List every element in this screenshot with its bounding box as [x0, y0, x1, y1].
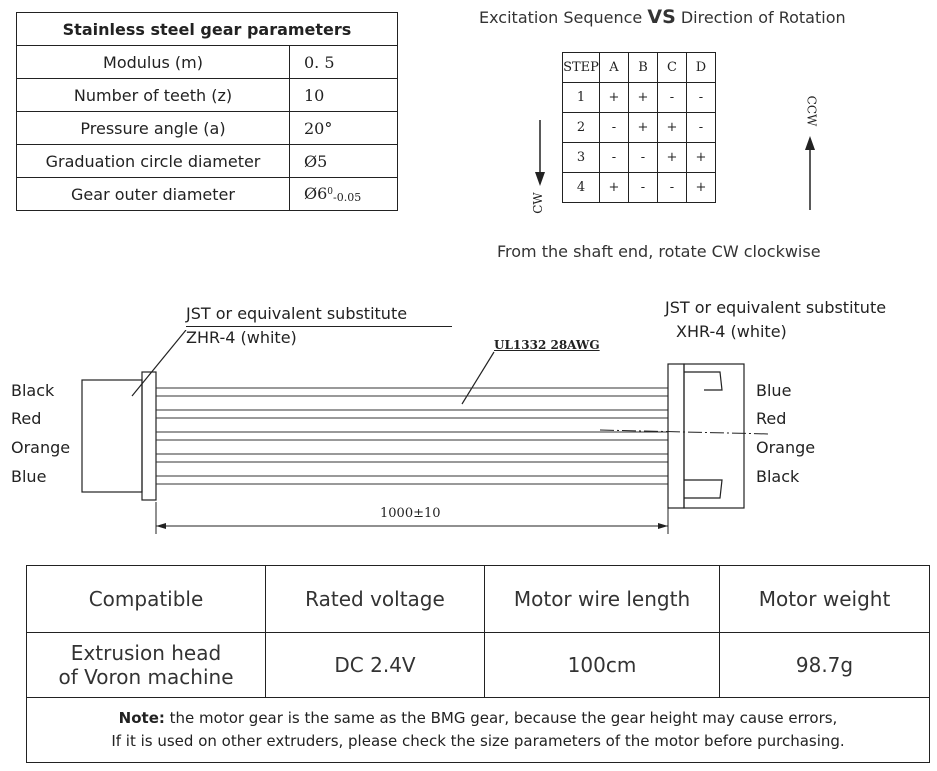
table-header-row: Compatible Rated voltage Motor wire leng… — [26, 565, 930, 633]
left-wire-color: Red — [11, 409, 42, 428]
right-wire-color: Black — [756, 467, 800, 486]
phase-cell: - — [686, 82, 716, 113]
gear-param-label: Number of teeth (z) — [16, 78, 290, 112]
table-row: Pressure angle (a) 20° — [16, 111, 398, 145]
phase-cell: - — [599, 112, 629, 143]
phase-cell: + — [599, 172, 629, 203]
rotation-note: From the shaft end, rotate CW clockwise — [497, 242, 821, 261]
note-cell: Note: the motor gear is the same as the … — [26, 697, 930, 763]
left-connector-label-2: ZHR-4 (white) — [186, 328, 297, 347]
table-row: Number of teeth (z) 10 — [16, 78, 398, 112]
phase-cell: + — [686, 142, 716, 173]
gear-parameters-table: Stainless steel gear parameters Modulus … — [16, 12, 398, 211]
table-row: 3 - - + + — [562, 142, 716, 173]
step-cell: 4 — [562, 172, 600, 203]
left-connector-underline — [186, 326, 452, 327]
cable-spec-label: UL1332 28AWG — [494, 338, 600, 352]
gear-param-value: 10 — [289, 78, 398, 112]
left-connector-label-1: JST or equivalent substitute — [186, 304, 408, 323]
phase-cell: - — [686, 112, 716, 143]
table-row: Gear outer diameter Ø60-0.05 — [16, 177, 398, 211]
gear-table-title: Stainless steel gear parameters — [16, 12, 398, 46]
left-wire-color: Orange — [11, 438, 71, 457]
cw-arrow-icon — [535, 120, 545, 186]
table-row: Modulus (m) 0. 5 — [16, 45, 398, 79]
ccw-arrow-icon — [805, 136, 815, 210]
excitation-title-vs: VS — [647, 6, 676, 28]
gear-param-value: 20° — [289, 111, 398, 145]
table-row: Graduation circle diameter Ø5 — [16, 144, 398, 178]
left-wire-color: Blue — [11, 467, 47, 486]
cw-label: CW — [530, 192, 545, 214]
gear-param-value: Ø60-0.05 — [289, 177, 398, 211]
gear-tolerance: 0-0.05 — [327, 187, 362, 204]
step-cell: 1 — [562, 82, 600, 113]
compatible-value: Extrusion head of Voron machine — [26, 632, 266, 698]
motor-weight-header: Motor weight — [719, 565, 930, 633]
right-connector-label-2: XHR-4 (white) — [676, 322, 787, 341]
phase-c-header: C — [657, 52, 687, 83]
note-text-1: the motor gear is the same as the BMG ge… — [164, 709, 838, 727]
step-cell: 2 — [562, 112, 600, 143]
wire-length-value: 100cm — [484, 632, 720, 698]
step-header: STEP — [562, 52, 600, 83]
phase-cell: + — [628, 82, 658, 113]
gear-param-label: Graduation circle diameter — [16, 144, 290, 178]
phase-cell: - — [657, 82, 687, 113]
rated-voltage-value: DC 2.4V — [265, 632, 485, 698]
gear-param-label: Pressure angle (a) — [16, 111, 290, 145]
gear-param-value: 0. 5 — [289, 45, 398, 79]
compatible-value-line-2: of Voron machine — [58, 665, 234, 689]
note-line-1: Note: the motor gear is the same as the … — [31, 707, 925, 730]
right-wire-color: Orange — [756, 438, 816, 457]
table-row: 1 + + - - — [562, 82, 716, 113]
table-row: 2 - + + - — [562, 112, 716, 143]
note-label: Note: — [118, 709, 165, 727]
table-row: 4 + - - + — [562, 172, 716, 203]
gear-param-label: Gear outer diameter — [16, 177, 290, 211]
phase-cell: + — [657, 112, 687, 143]
ccw-label: CCW — [804, 95, 819, 127]
phase-cell: + — [686, 172, 716, 203]
wire-length-header: Motor wire length — [484, 565, 720, 633]
gear-param-value: Ø5 — [289, 144, 398, 178]
phase-cell: - — [657, 172, 687, 203]
gear-param-label: Modulus (m) — [16, 45, 290, 79]
right-wire-color: Red — [756, 409, 787, 428]
phase-cell: + — [599, 82, 629, 113]
rated-voltage-header: Rated voltage — [265, 565, 485, 633]
table-row: Extrusion head of Voron machine DC 2.4V … — [26, 632, 930, 698]
compatible-header: Compatible — [26, 565, 266, 633]
note-row: Note: the motor gear is the same as the … — [26, 697, 930, 763]
right-wire-color: Blue — [756, 381, 792, 400]
phase-cell: - — [628, 142, 658, 173]
compatible-value-line-1: Extrusion head — [70, 641, 222, 665]
phase-cell: + — [628, 112, 658, 143]
step-cell: 3 — [562, 142, 600, 173]
excitation-table: STEP A B C D 1 + + - - 2 - + + - 3 - - +… — [562, 52, 716, 203]
excitation-title: Excitation Sequence VS Direction of Rota… — [479, 6, 846, 28]
motor-weight-value: 98.7g — [719, 632, 930, 698]
phase-d-header: D — [686, 52, 716, 83]
phase-cell: + — [657, 142, 687, 173]
gear-tolerance-upper: 0 — [327, 187, 334, 198]
cable-length-label: 1000±10 — [380, 506, 441, 521]
table-header-row: STEP A B C D — [562, 52, 716, 83]
right-connector-label-1: JST or equivalent substitute — [665, 298, 887, 317]
excitation-title-prefix: Excitation Sequence — [479, 8, 648, 27]
phase-cell: - — [628, 172, 658, 203]
left-wire-color: Black — [11, 381, 55, 400]
note-line-2: If it is used on other extruders, please… — [111, 732, 845, 750]
wire-harness-drawing — [81, 330, 771, 534]
phase-b-header: B — [628, 52, 658, 83]
gear-outer-diameter: Ø6 — [304, 184, 328, 203]
gear-tolerance-lower: -0.05 — [333, 191, 362, 204]
phase-a-header: A — [599, 52, 629, 83]
motor-specs-table: Compatible Rated voltage Motor wire leng… — [26, 565, 930, 763]
excitation-title-suffix: Direction of Rotation — [675, 8, 846, 27]
phase-cell: - — [599, 142, 629, 173]
